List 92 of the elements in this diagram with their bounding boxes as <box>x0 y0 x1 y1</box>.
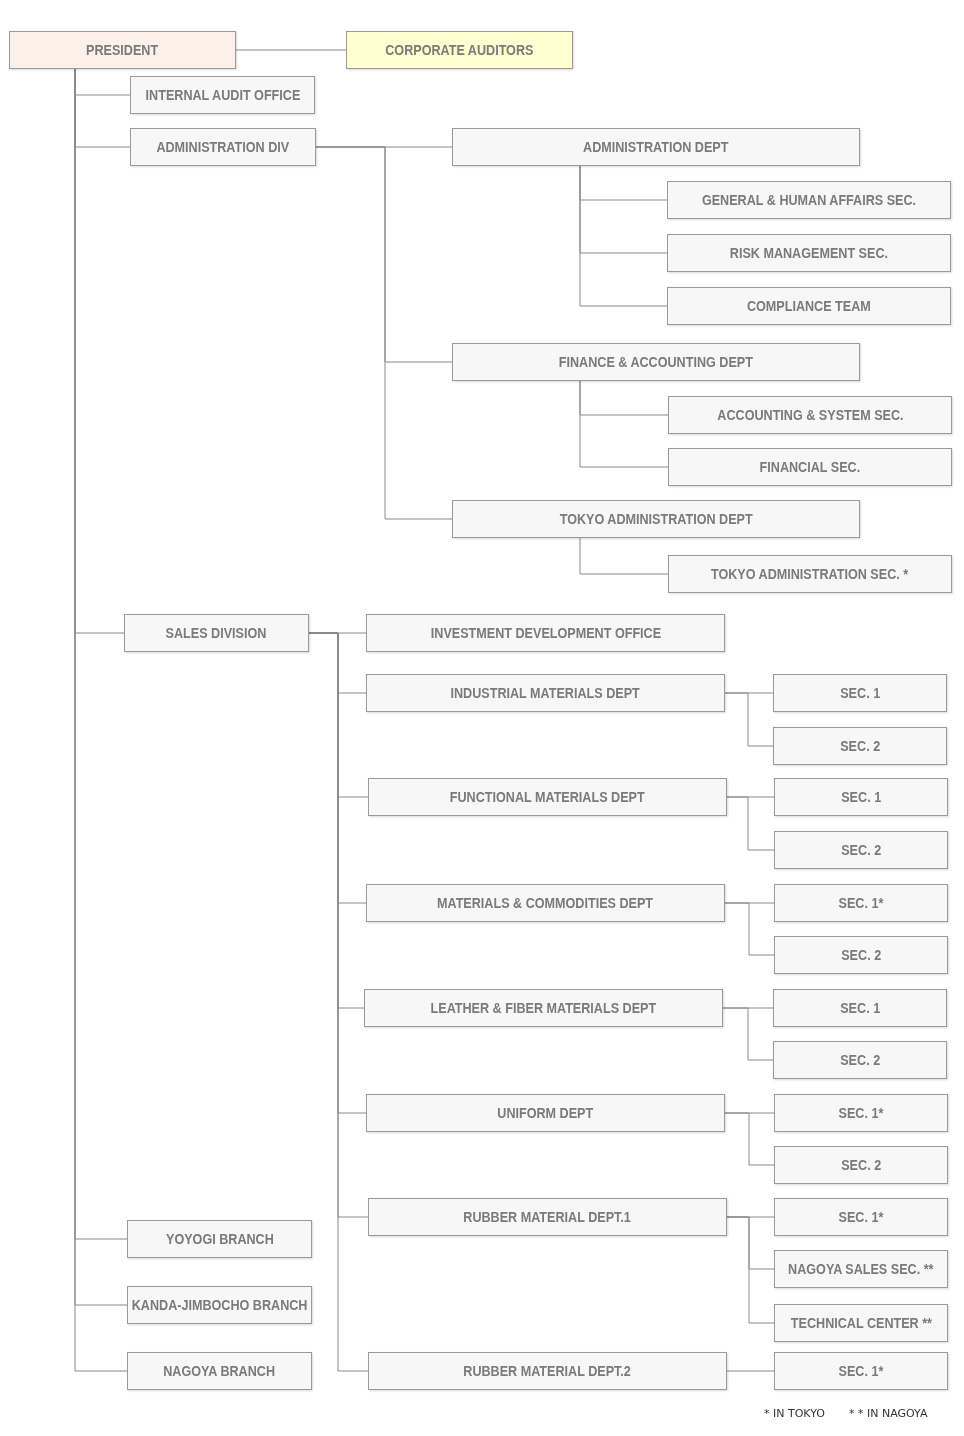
footnote: * IN TOKYO <box>764 1407 825 1420</box>
unit-name: UNIFORM DEPT <box>497 1105 594 1121</box>
unit-name: SEC. 2 <box>840 1052 880 1068</box>
org-box <box>773 727 947 765</box>
org-box <box>127 1220 312 1258</box>
unit-name: RUBBER MATERIAL DEPT.2 <box>463 1363 632 1379</box>
unit-name: FINANCE & ACCOUNTING DEPT <box>558 354 754 370</box>
org-box <box>368 778 727 816</box>
unit-name: TECHNICAL CENTER ** <box>790 1315 932 1331</box>
unit-name: SEC. 1 <box>840 1000 880 1016</box>
unit-name: NAGOYA SALES SEC. ** <box>788 1261 934 1277</box>
unit-name: SALES DIVISION <box>166 625 267 641</box>
unit-name: ADMINISTRATION DEPT <box>583 139 729 155</box>
org-box <box>452 128 860 166</box>
org-box <box>130 128 316 166</box>
unit-name: LEATHER & FIBER MATERIALS DEPT <box>430 1000 657 1016</box>
org-box <box>368 1198 727 1236</box>
unit-name: RUBBER MATERIAL DEPT.1 <box>463 1209 632 1225</box>
unit-name: SEC. 2 <box>840 738 880 754</box>
org-box <box>774 1146 948 1184</box>
connector-line <box>724 1112 775 1166</box>
org-box <box>667 234 951 272</box>
unit-name: SEC. 1 <box>840 685 880 701</box>
org-box <box>368 1352 727 1390</box>
org-box <box>773 674 947 712</box>
org-box <box>774 1250 948 1288</box>
org-box <box>668 448 952 486</box>
unit-name: YOYOGI BRANCH <box>165 1231 274 1247</box>
unit-name: CORPORATE AUDITORS <box>385 42 534 58</box>
connector-line <box>726 1216 775 1324</box>
unit-name: ADMINISTRATION DIV <box>156 139 290 155</box>
org-box <box>366 614 725 652</box>
connector-line <box>579 537 669 575</box>
unit-name: MATERIALS & COMMODITIES DEPT <box>437 895 654 911</box>
unit-name: SEC. 1* <box>838 1209 884 1225</box>
org-box <box>452 500 860 538</box>
org-box <box>366 884 725 922</box>
org-box <box>366 1094 725 1132</box>
org-box <box>124 614 309 652</box>
org-box <box>774 1304 948 1342</box>
org-box <box>668 396 952 434</box>
connector-line <box>579 380 669 468</box>
org-box <box>774 936 948 974</box>
unit-name: RISK MANAGEMENT SEC. <box>729 245 889 261</box>
connector-line <box>235 49 347 51</box>
unit-name: SEC. 1* <box>838 1105 884 1121</box>
org-box <box>364 989 723 1027</box>
unit-name: NAGOYA BRANCH <box>163 1363 276 1379</box>
org-box <box>346 31 573 69</box>
connector-line <box>722 1007 774 1061</box>
unit-name: SEC. 2 <box>841 842 881 858</box>
org-box <box>774 1198 948 1236</box>
org-box <box>773 989 947 1027</box>
unit-name: SEC. 2 <box>841 947 881 963</box>
org-box <box>667 181 951 219</box>
connector-line <box>579 165 668 307</box>
org-box <box>130 76 315 114</box>
unit-name: SEC. 1 <box>841 789 881 805</box>
unit-name: SEC. 2 <box>841 1157 881 1173</box>
org-box <box>127 1352 312 1390</box>
org-box <box>774 884 948 922</box>
unit-name: SEC. 1* <box>838 1363 884 1379</box>
org-box <box>774 1352 948 1390</box>
org-box <box>366 674 725 712</box>
org-box <box>667 287 951 325</box>
unit-name: SEC. 1* <box>838 895 884 911</box>
unit-name: COMPLIANCE TEAM <box>747 298 871 314</box>
unit-name: KANDA-JIMBOCHO BRANCH <box>131 1297 308 1313</box>
org-box <box>774 1094 948 1132</box>
org-box <box>774 831 948 869</box>
unit-name: GENERAL & HUMAN AFFAIRS SEC. <box>701 192 917 208</box>
unit-name: PRESIDENT <box>86 42 159 58</box>
unit-name: INDUSTRIAL MATERIALS DEPT <box>450 685 641 701</box>
org-box <box>9 31 236 69</box>
connector-line <box>724 902 775 956</box>
org-box <box>452 343 860 381</box>
unit-name: FUNCTIONAL MATERIALS DEPT <box>450 789 645 805</box>
org-box <box>774 778 948 816</box>
unit-name: TOKYO ADMINISTRATION SEC. * <box>711 566 909 582</box>
connector-line <box>724 692 774 747</box>
unit-name: INVESTMENT DEVELOPMENT OFFICE <box>430 625 661 641</box>
org-box <box>668 555 952 593</box>
org-box <box>127 1286 312 1324</box>
connector-line <box>726 1370 775 1372</box>
unit-name: INTERNAL AUDIT OFFICE <box>145 87 300 103</box>
org-box <box>773 1041 947 1079</box>
unit-name: FINANCIAL SEC. <box>759 459 861 475</box>
footnote: * * IN NAGOYA <box>849 1407 928 1420</box>
unit-name: TOKYO ADMINISTRATION DEPT <box>559 511 753 527</box>
connector-line <box>315 146 453 520</box>
connector-line <box>726 796 775 851</box>
unit-name: ACCOUNTING & SYSTEM SEC. <box>716 407 904 423</box>
